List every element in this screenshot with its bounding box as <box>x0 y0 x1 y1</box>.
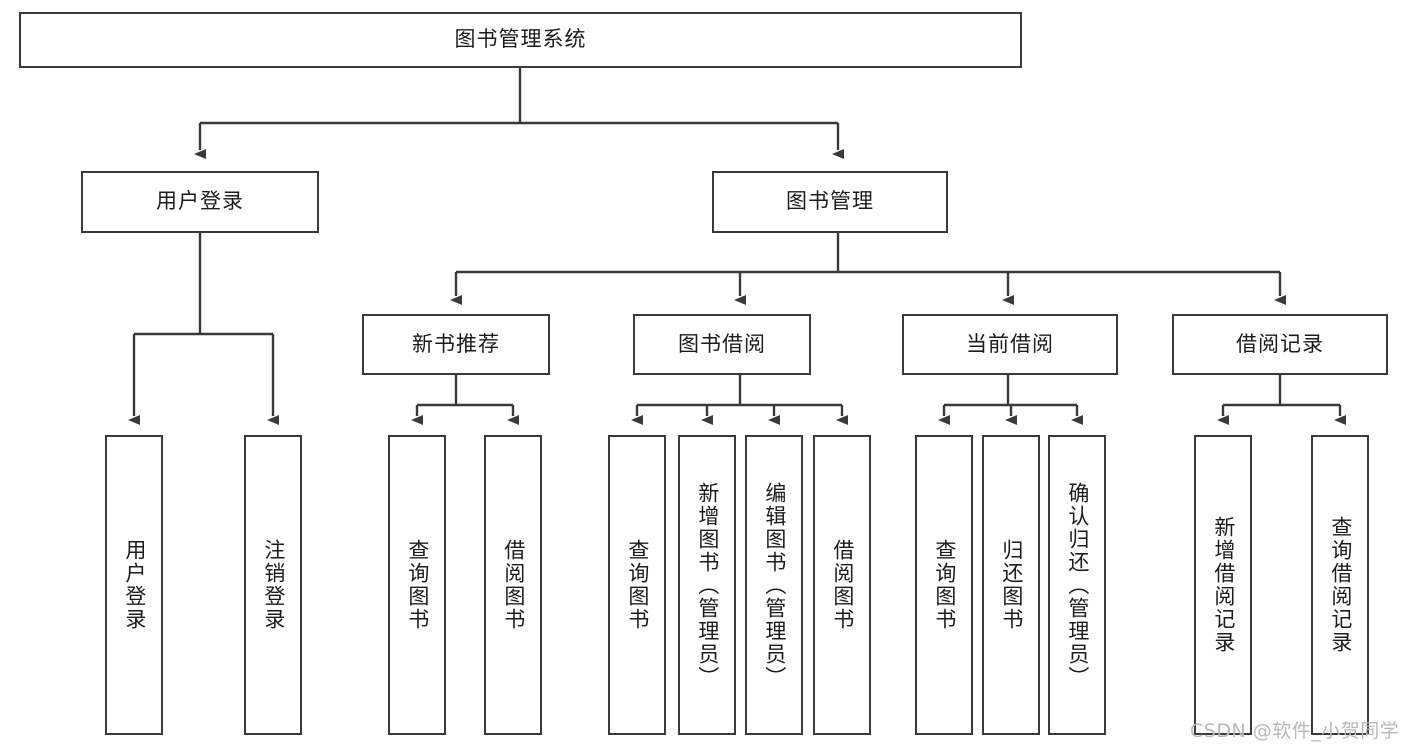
leaf-return-book[interactable]: 归还图书 <box>982 435 1040 735</box>
leaf-confirm-return[interactable]: 确认归还（管理员） <box>1048 435 1106 735</box>
node-new-book-rec-label: 新书推荐 <box>412 331 500 356</box>
leaf-add-book-label: 新增图书（管理员） <box>695 481 720 689</box>
node-current-borrow-label: 当前借阅 <box>966 331 1054 356</box>
leaf-query-book-3-label: 查询图书 <box>932 539 957 631</box>
leaf-logout[interactable]: 注销登录 <box>244 435 302 735</box>
csdn-watermark: CSDN @软件_小贺同学 <box>1190 720 1400 742</box>
leaf-query-book-2[interactable]: 查询图书 <box>608 435 666 735</box>
node-root[interactable]: 图书管理系统 <box>19 12 1022 68</box>
node-user-login[interactable]: 用户登录 <box>81 171 319 233</box>
leaf-query-record[interactable]: 查询借阅记录 <box>1311 435 1369 735</box>
node-user-login-label: 用户登录 <box>156 189 244 214</box>
leaf-add-record[interactable]: 新增借阅记录 <box>1194 435 1252 735</box>
node-borrow-record-label: 借阅记录 <box>1236 331 1324 356</box>
node-new-book-rec[interactable]: 新书推荐 <box>362 314 550 375</box>
node-book-manage-label: 图书管理 <box>786 189 874 214</box>
leaf-query-record-label: 查询借阅记录 <box>1328 516 1353 654</box>
leaf-confirm-return-label: 确认归还（管理员） <box>1065 481 1090 689</box>
leaf-borrow-book-1[interactable]: 借阅图书 <box>484 435 542 735</box>
leaf-query-book-1[interactable]: 查询图书 <box>388 435 446 735</box>
node-book-borrow-label: 图书借阅 <box>678 331 766 356</box>
leaf-logout-label: 注销登录 <box>261 539 286 631</box>
node-book-manage[interactable]: 图书管理 <box>712 171 948 233</box>
leaf-borrow-book-2[interactable]: 借阅图书 <box>813 435 871 735</box>
leaf-query-book-1-label: 查询图书 <box>405 539 430 631</box>
node-book-borrow[interactable]: 图书借阅 <box>633 314 811 375</box>
node-borrow-record[interactable]: 借阅记录 <box>1172 314 1388 375</box>
leaf-query-book-3[interactable]: 查询图书 <box>915 435 973 735</box>
leaf-user-login-label: 用户登录 <box>122 539 147 631</box>
leaf-return-book-label: 归还图书 <box>999 539 1024 631</box>
leaf-borrow-book-2-label: 借阅图书 <box>830 539 855 631</box>
leaf-add-record-label: 新增借阅记录 <box>1211 516 1236 654</box>
leaf-borrow-book-1-label: 借阅图书 <box>501 539 526 631</box>
leaf-query-book-2-label: 查询图书 <box>625 539 650 631</box>
leaf-edit-book[interactable]: 编辑图书（管理员） <box>745 435 803 735</box>
node-root-label: 图书管理系统 <box>454 27 587 52</box>
leaf-user-login[interactable]: 用户登录 <box>105 435 163 735</box>
leaf-edit-book-label: 编辑图书（管理员） <box>762 481 787 689</box>
leaf-add-book[interactable]: 新增图书（管理员） <box>678 435 736 735</box>
node-current-borrow[interactable]: 当前借阅 <box>902 314 1118 375</box>
